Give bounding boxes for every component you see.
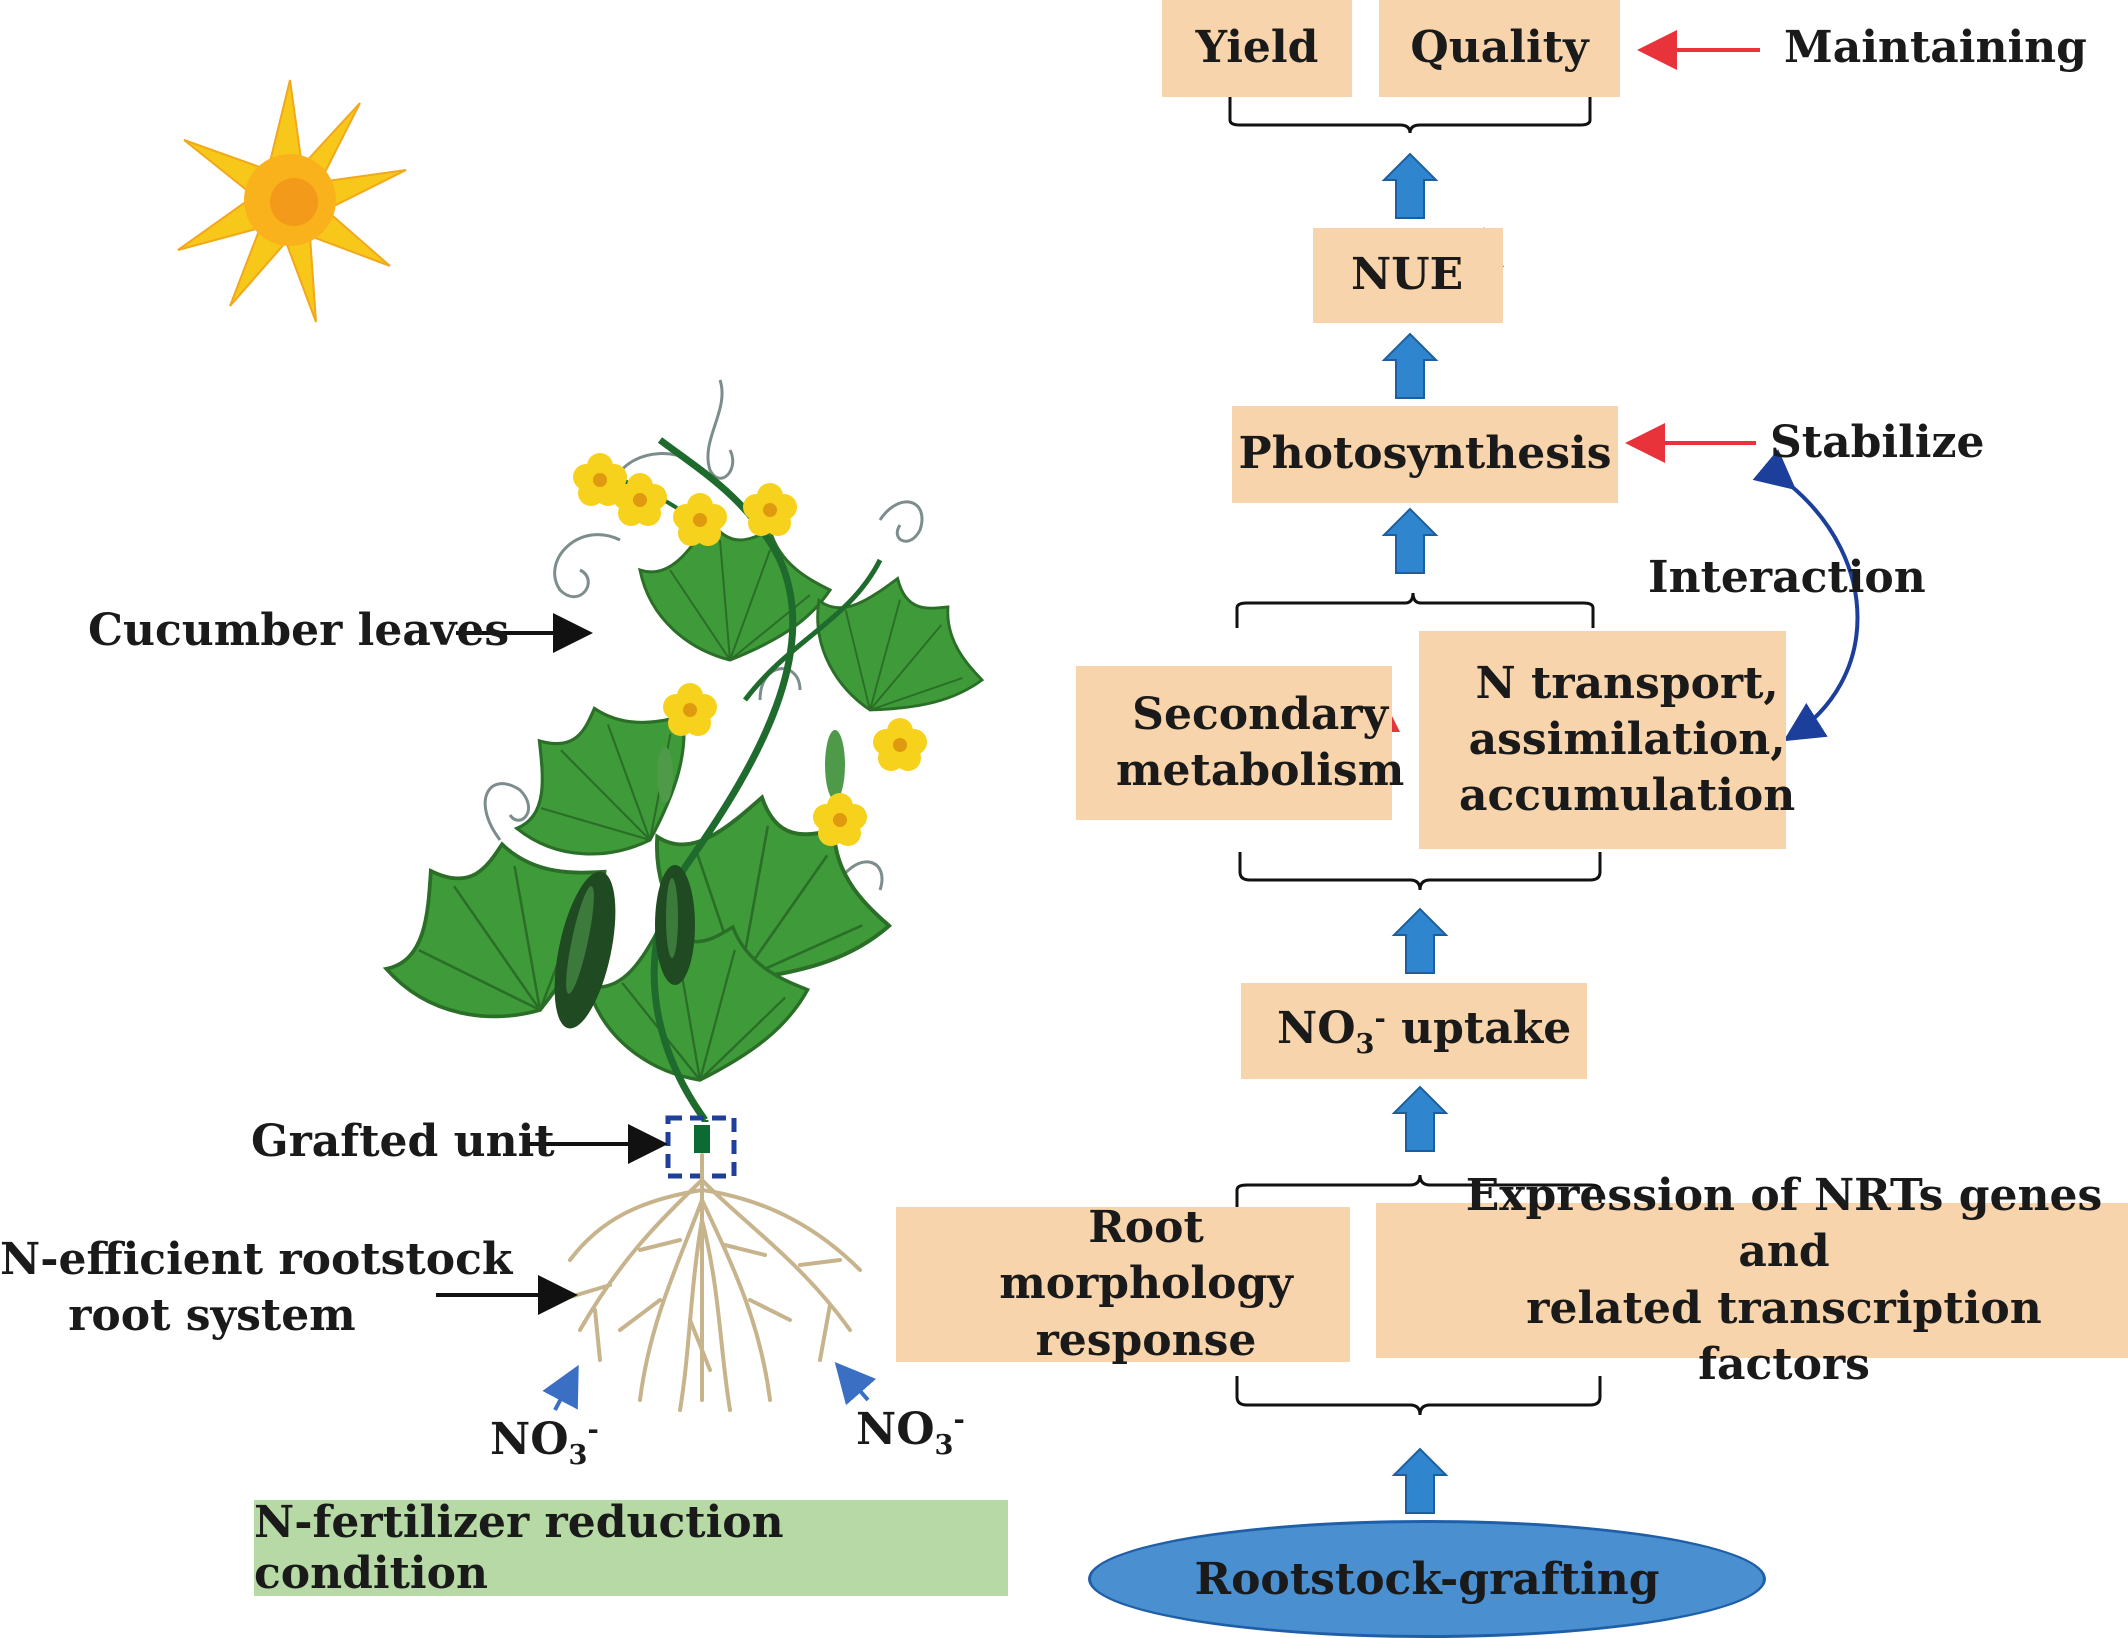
- nitrate-right-sup: -: [953, 1403, 965, 1436]
- yield-box: Yield: [1162, 0, 1352, 97]
- flow-brackets: [1228, 97, 1602, 1416]
- n-transport-box: N transport, assimilation, accumulation: [1419, 631, 1795, 849]
- up-arrow: [1383, 333, 1437, 399]
- sun-icon: [177, 79, 407, 323]
- rootstock-root-system-label: N-efficient rootstock root system: [0, 1232, 513, 1345]
- n-transport-label: N transport, assimilation, accumulation: [1459, 656, 1795, 825]
- root-system: [558, 1153, 862, 1412]
- n-transport-line3: accumulation: [1459, 770, 1796, 822]
- up-arrow: [1393, 1448, 1447, 1514]
- uptake-sup: -: [1374, 1001, 1386, 1034]
- interaction-arrow: [1752, 449, 1860, 742]
- secondary-line1: Secondary: [1132, 688, 1389, 740]
- up-arrow: [1383, 153, 1437, 219]
- uptake-label: NO3- uptake: [1277, 1001, 1571, 1062]
- yield-label: Yield: [1195, 22, 1319, 74]
- quality-box: Quality: [1379, 0, 1620, 97]
- nitrate-right-arrow: [834, 1361, 877, 1406]
- uptake-box: NO3- uptake: [1241, 983, 1587, 1079]
- condition-box: N-fertilizer reduction condition: [254, 1497, 1008, 1599]
- nitrate-left-base: NO: [490, 1414, 569, 1465]
- cucumber-fruit: [655, 865, 695, 985]
- expression-label: Expression of NRTs genes and related tra…: [1440, 1168, 2128, 1393]
- n-transport-line1: N transport,: [1475, 657, 1779, 709]
- cucumber-plant-illustration: [353, 379, 1007, 1123]
- uptake-sub: 3: [1355, 1027, 1375, 1060]
- rootstock-grafting-label: Rootstock-grafting: [1194, 1553, 1660, 1605]
- root-morph-line2: response: [1035, 1314, 1257, 1366]
- uptake-base: NO: [1277, 1002, 1356, 1054]
- expression-box: Expression of NRTs genes and related tra…: [1376, 1170, 2128, 1390]
- nitrate-right-sub: 3: [934, 1428, 954, 1461]
- grafted-unit-label: Grafted unit: [251, 1116, 555, 1167]
- root-morphology-label: Root morphology response: [942, 1200, 1350, 1369]
- nitrate-right-base: NO: [856, 1404, 935, 1455]
- up-arrow: [1393, 908, 1447, 974]
- root-morphology-box: Root morphology response: [896, 1202, 1350, 1366]
- rootstock-line2: root system: [68, 1290, 356, 1342]
- nitrate-left-sup: -: [587, 1413, 599, 1446]
- condition-label: N-fertilizer reduction condition: [254, 1497, 784, 1599]
- expression-line2: related transcription factors: [1526, 1282, 2042, 1390]
- nue-box: NUE: [1313, 228, 1503, 323]
- expression-line1: Expression of NRTs genes and: [1465, 1169, 2103, 1278]
- cucumber-fruit: [554, 871, 616, 1029]
- cucumber-leaves-label: Cucumber leaves: [88, 605, 510, 656]
- nue-label: NUE: [1351, 249, 1464, 301]
- nitrate-left-label: NO3-: [490, 1412, 599, 1473]
- nitrate-right-label: NO3-: [856, 1402, 965, 1463]
- graft-scion: [694, 1125, 710, 1153]
- rootstock-line1: N-efficient rootstock: [0, 1234, 513, 1285]
- root-morph-line1: Root morphology: [999, 1202, 1293, 1310]
- n-transport-line2: assimilation,: [1468, 713, 1786, 765]
- secondary-line2: metabolism: [1116, 745, 1405, 796]
- nitrate-left-sub: 3: [568, 1438, 588, 1471]
- maintaining-label: Maintaining: [1784, 22, 2087, 73]
- rootstock-grafting-oval: Rootstock-grafting: [1088, 1520, 1766, 1638]
- photosynthesis-label: Photosynthesis: [1238, 428, 1612, 480]
- uptake-word: uptake: [1385, 1002, 1572, 1054]
- nitrate-left-arrow: [542, 1364, 579, 1411]
- up-arrow: [1393, 1086, 1447, 1152]
- secondary-metabolism-label: Secondary metabolism: [1116, 687, 1404, 800]
- up-arrow: [1383, 508, 1437, 574]
- quality-label: Quality: [1410, 22, 1589, 74]
- photosynthesis-box: Photosynthesis: [1232, 406, 1618, 503]
- stabilize-label: Stabilize: [1770, 417, 1985, 468]
- interaction-label: Interaction: [1648, 552, 1926, 603]
- secondary-metabolism-box: Secondary metabolism: [1076, 666, 1404, 820]
